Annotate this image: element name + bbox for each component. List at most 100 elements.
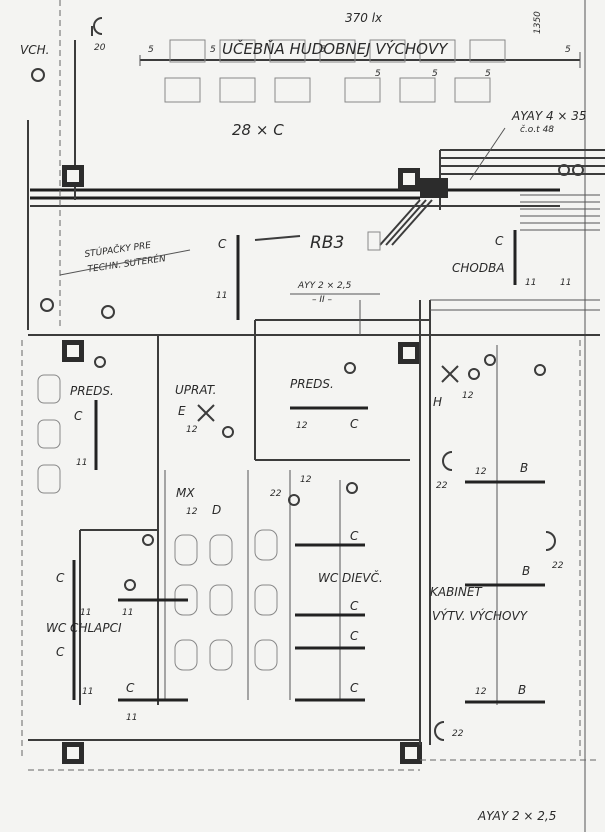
classroom-lamp-code: 28 × C xyxy=(232,121,284,139)
column xyxy=(67,170,79,182)
room-label-kabinet-2: VÝTV. VÝCHOVY xyxy=(432,608,529,623)
riser-leader xyxy=(379,199,421,246)
column xyxy=(403,173,415,185)
riser-box xyxy=(420,178,448,198)
switch-symbol xyxy=(142,534,154,546)
lamp-h-cross xyxy=(441,365,459,383)
corridor-lamp-code: C xyxy=(218,237,227,251)
desk-row-top xyxy=(169,39,506,63)
room-label-uprat: UPRAT. xyxy=(175,383,216,397)
dim-marker: 5 xyxy=(485,69,491,79)
sanitary-fixtures xyxy=(37,374,278,671)
room-label-kabinet-1: KABINET xyxy=(430,585,483,599)
outlet-symbol xyxy=(434,721,445,741)
bottom-cable-label: AYAY 2 × 2,5 xyxy=(477,809,556,823)
lamp-num: 12 xyxy=(186,425,198,435)
lamp-code: B xyxy=(520,461,528,475)
lamp-num: 22 xyxy=(270,489,282,499)
room-label-wc-chlapci: WC CHLAPCI xyxy=(46,621,122,635)
lamp-code: C xyxy=(350,599,359,613)
lamp-num: 11 xyxy=(122,608,133,618)
switch-symbol xyxy=(558,164,570,176)
corridor-lamp-code-right: C xyxy=(495,234,504,248)
switch-symbol xyxy=(124,579,136,591)
dim-marker: 5 xyxy=(565,45,571,55)
dim-marker: 5 xyxy=(320,45,326,55)
switch-symbol xyxy=(572,164,584,176)
outlet-symbol xyxy=(545,531,556,551)
stair-hatch xyxy=(520,194,600,231)
room-label-wc-dievc: WC DIEVČ. xyxy=(318,570,383,585)
lamp-code: C xyxy=(74,409,83,423)
switch-symbol xyxy=(40,298,54,312)
column xyxy=(403,347,415,359)
room-label-preds-mid: PREDS. xyxy=(290,377,334,391)
switch-symbol xyxy=(94,356,106,368)
lamp-num: 12 xyxy=(186,507,198,517)
lamp-code: C xyxy=(350,629,359,643)
dim-marker: 5 xyxy=(375,69,381,79)
lamp-num: 11 xyxy=(126,713,137,723)
lamp-code: C xyxy=(56,645,65,659)
corridor-label: CHODBA xyxy=(452,261,505,275)
cable-tray-zone: RB3 CHODBA STÚPAČKY PRE TECHN. SUTERÉN A… xyxy=(27,0,605,330)
classroom-title: UČEBŇA HUDOBNEJ VÝCHOVY xyxy=(222,39,449,58)
room-label-preds-left: PREDS. xyxy=(70,384,114,398)
outlet-number: 22 xyxy=(436,481,448,491)
lamp-code: C xyxy=(350,681,359,695)
top-cable-sub: č.o.t 48 xyxy=(520,124,554,135)
lamp-num: 12 xyxy=(475,687,487,697)
outlet-number: 22 xyxy=(552,561,564,571)
desk-row-bottom xyxy=(164,77,491,103)
mid-cable-sub: – II – xyxy=(312,295,333,305)
switch-symbol xyxy=(31,68,45,82)
corridor-cable xyxy=(254,235,301,241)
lamp-code: E xyxy=(178,404,186,418)
lux-level: 370 lx xyxy=(345,11,383,25)
switch-symbol xyxy=(222,426,234,438)
lamp-code: B xyxy=(518,683,526,697)
panel-label: RB3 xyxy=(310,233,344,253)
switch-symbol xyxy=(534,364,546,376)
lamp-code: C xyxy=(350,417,359,431)
outlet-symbol xyxy=(442,451,453,471)
lamp-code: C xyxy=(56,571,65,585)
top-right-num: 11 xyxy=(560,278,571,288)
lamp-code: D xyxy=(212,503,221,517)
lower-rooms: PREDS. UPRAT. PREDS. WC DIEVČ. WC CHLAPC… xyxy=(28,299,600,771)
outlet-number: 22 xyxy=(452,729,464,739)
column xyxy=(405,747,417,759)
lamp-code: C xyxy=(350,529,359,543)
lamp-num: 12 xyxy=(300,475,312,485)
top-cable-label: AYAY 4 × 35 xyxy=(511,109,587,123)
lamp-e-cross xyxy=(197,404,215,422)
outlet-symbol xyxy=(93,17,103,35)
classroom-zone: 5 5 5 5 5 5 5 UČEBŇA HUDOBNEJ VÝCHOVY 37… xyxy=(20,11,581,139)
switch-symbol xyxy=(468,368,480,380)
column xyxy=(67,747,79,759)
switch-symbol xyxy=(344,362,356,374)
switch-symbol xyxy=(484,354,496,366)
lamp-num: 11 xyxy=(80,608,91,618)
switch-symbol xyxy=(288,494,300,506)
switch-symbol xyxy=(346,482,358,494)
lamp-num: 11 xyxy=(76,458,87,468)
dim-marker: 5 xyxy=(148,45,154,55)
columns xyxy=(62,165,422,764)
stairs-leader xyxy=(59,249,191,276)
mid-cable-label: AYY 2 × 2,5 xyxy=(297,281,352,291)
partial-room-label: VCH. xyxy=(20,43,49,57)
riser-leader xyxy=(391,199,433,246)
corridor-lamp-num: 11 xyxy=(216,291,227,301)
lamp-num: 11 xyxy=(82,687,93,697)
switch-symbol xyxy=(101,305,115,319)
lamp-code: C xyxy=(126,681,135,695)
dim-marker: 5 xyxy=(432,69,438,79)
corridor-lamp-num-right: 11 xyxy=(525,278,536,288)
riser-leader xyxy=(385,199,427,246)
outlet-number: 20 xyxy=(94,43,106,53)
lamp-code: B xyxy=(522,564,530,578)
panel-box xyxy=(367,231,381,251)
ceiling-height: 1350 xyxy=(533,11,543,34)
